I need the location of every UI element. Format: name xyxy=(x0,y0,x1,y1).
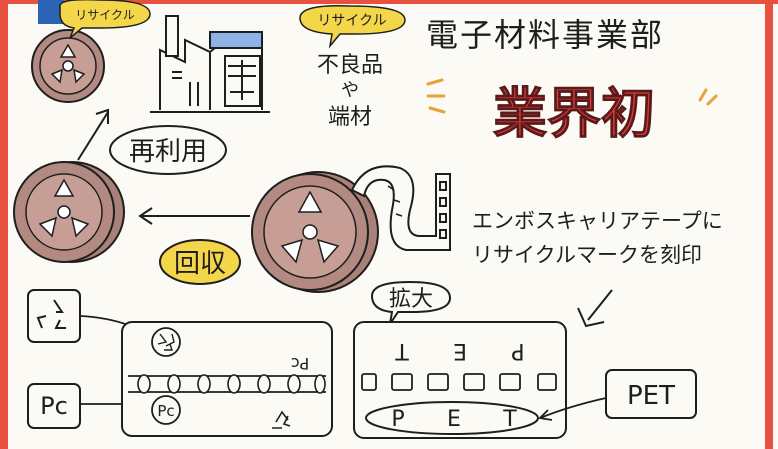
tape-pet-mirrored-p: P xyxy=(511,338,524,363)
or-text: や xyxy=(341,80,359,101)
defective-products-text: 不良品 xyxy=(317,53,383,78)
tape-pet-letter-p: P xyxy=(391,407,404,432)
carrier-tape-strip xyxy=(350,165,451,251)
recycle-icon-box xyxy=(27,289,81,343)
description-line1: エンボスキャリアテープに xyxy=(472,209,723,233)
recycle-bubble-middle: リサイクル xyxy=(299,5,406,49)
reel-large xyxy=(251,171,379,293)
arrow-pet-to-tape xyxy=(538,397,607,421)
arrow-left-collect xyxy=(138,207,250,225)
scraps-text: 端材 xyxy=(328,105,372,130)
recycle-bubble-top-left: リサイクル xyxy=(59,0,151,39)
pc-box: Pc xyxy=(27,383,81,429)
sparkle-left xyxy=(426,78,446,114)
tape-pc-bottom-text: Pc xyxy=(157,402,174,420)
collect-label-text: 回収 xyxy=(174,249,226,279)
reuse-label: 再利用 xyxy=(109,125,227,175)
recycle-bubble-middle-text: リサイクル xyxy=(317,13,386,29)
tape-pet-letter-t: T xyxy=(502,407,517,432)
sparkle-right xyxy=(698,88,718,106)
pet-box-text: PET xyxy=(627,381,675,411)
reuse-label-text: 再利用 xyxy=(129,137,207,167)
tape-pet-letter-e: E xyxy=(447,407,461,432)
tape-panel-pc: Pc Pc xyxy=(121,321,333,437)
tape-pc-mirrored-text: Pc xyxy=(291,354,309,373)
tape-panel-pet: P E T P E T xyxy=(353,321,567,439)
factory-icon xyxy=(150,15,270,113)
pc-box-text: Pc xyxy=(40,392,68,420)
enlarge-bubble-text: 拡大 xyxy=(389,287,433,312)
enlarge-bubble: 拡大 xyxy=(370,280,452,325)
small-reel-top-left xyxy=(31,29,105,103)
arrow-up-to-reuse xyxy=(77,108,109,161)
collect-label: 回収 xyxy=(159,239,241,285)
reel-left xyxy=(13,161,125,263)
right-red-border xyxy=(765,0,773,449)
tape-pet-mirrored-e: E xyxy=(453,338,467,363)
department-title: 電子材料事業部 xyxy=(426,16,664,54)
arrow-down-enlarge xyxy=(577,289,613,328)
recycle-bubble-top-left-text: リサイクル xyxy=(75,8,134,22)
top-red-border xyxy=(0,0,778,4)
left-red-border xyxy=(0,0,8,449)
description-line2: リサイクルマークを刻印 xyxy=(472,243,702,267)
tape-pet-mirrored-t: T xyxy=(395,338,410,363)
pet-box: PET xyxy=(605,369,697,419)
industry-first-title: 業界初 xyxy=(493,82,655,145)
